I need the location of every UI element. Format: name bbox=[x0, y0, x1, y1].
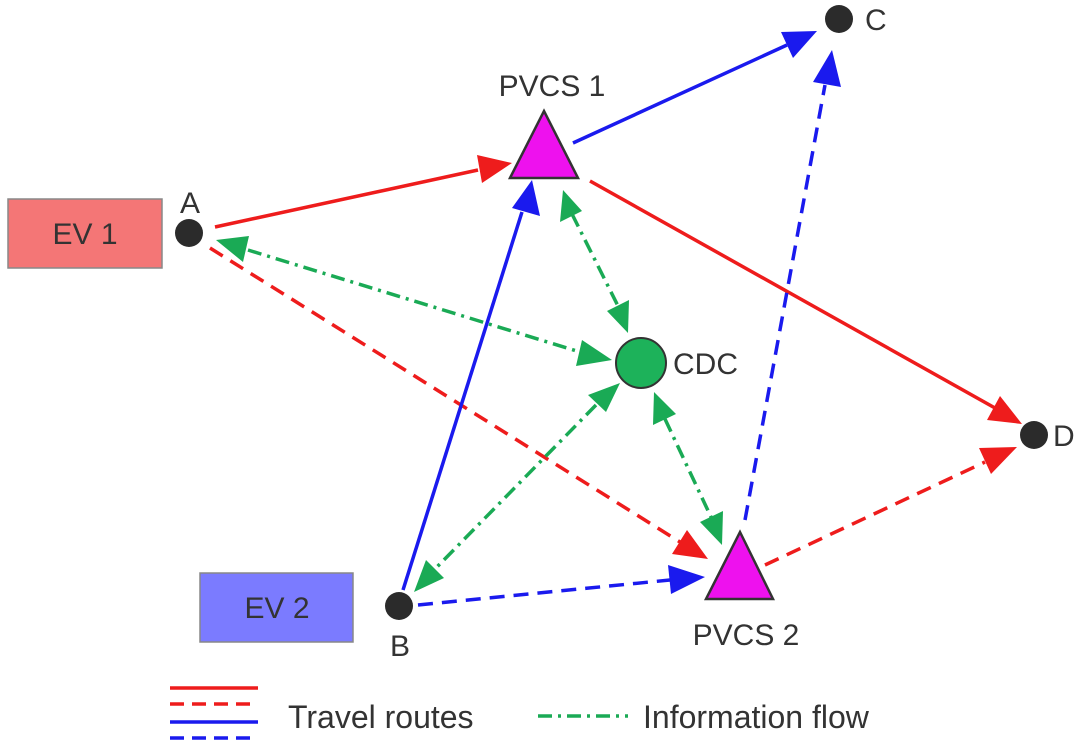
node-a: A bbox=[175, 187, 203, 247]
node-d-dot-icon bbox=[1020, 421, 1048, 449]
node-b-dot-icon bbox=[385, 592, 413, 620]
route-ev2-b-to-pvcs2 bbox=[417, 565, 705, 607]
legend-travel-swatches bbox=[170, 686, 258, 740]
node-a-dot-icon bbox=[175, 219, 203, 247]
legend-info-label: Information flow bbox=[643, 699, 870, 735]
route-ev1-pvcs2-to-d bbox=[764, 447, 1017, 567]
legend: Travel routes Information flow bbox=[170, 686, 870, 740]
node-c-label: C bbox=[865, 4, 887, 37]
cdc-circle-icon bbox=[615, 337, 667, 389]
pvcs2-station: PVCS 2 bbox=[693, 529, 800, 652]
ev2-box: EV 2 bbox=[199, 572, 354, 643]
node-d-label: D bbox=[1053, 420, 1075, 453]
node-c-dot-icon bbox=[825, 5, 853, 33]
pvcs1-label: PVCS 1 bbox=[499, 70, 606, 103]
route-ev1-a-to-pvcs2 bbox=[209, 246, 708, 559]
ev1-label: EV 1 bbox=[52, 218, 117, 251]
route-ev2-pvcs2-to-c bbox=[743, 50, 841, 521]
node-c: C bbox=[825, 4, 887, 37]
cdc-node: CDC bbox=[615, 337, 738, 389]
pvcs1-station: PVCS 1 bbox=[499, 70, 606, 180]
info-flow-cdc-b bbox=[414, 383, 620, 592]
info-flow-pvcs1-cdc bbox=[560, 190, 629, 333]
cdc-label: CDC bbox=[673, 348, 738, 381]
pvcs2-triangle-icon bbox=[703, 529, 776, 601]
info-flow-cdc-pvcs2 bbox=[653, 392, 723, 545]
pvcs2-label: PVCS 2 bbox=[693, 619, 800, 652]
route-ev2-b-to-pvcs1 bbox=[401, 180, 540, 591]
pvcs1-triangle-icon bbox=[507, 108, 581, 180]
legend-travel-label: Travel routes bbox=[288, 699, 474, 735]
node-a-label: A bbox=[180, 187, 200, 220]
route-ev1-pvcs1-to-d bbox=[589, 179, 1022, 424]
ev2-label: EV 2 bbox=[244, 592, 309, 625]
ev1-box: EV 1 bbox=[7, 198, 163, 269]
node-b-label: B bbox=[390, 630, 410, 663]
route-ev1-a-to-pvcs1 bbox=[214, 155, 512, 229]
info-flow-a-cdc bbox=[216, 236, 612, 366]
route-ev2-pvcs1-to-c bbox=[572, 31, 817, 145]
node-d: D bbox=[1020, 420, 1075, 453]
node-b: B bbox=[385, 592, 413, 663]
